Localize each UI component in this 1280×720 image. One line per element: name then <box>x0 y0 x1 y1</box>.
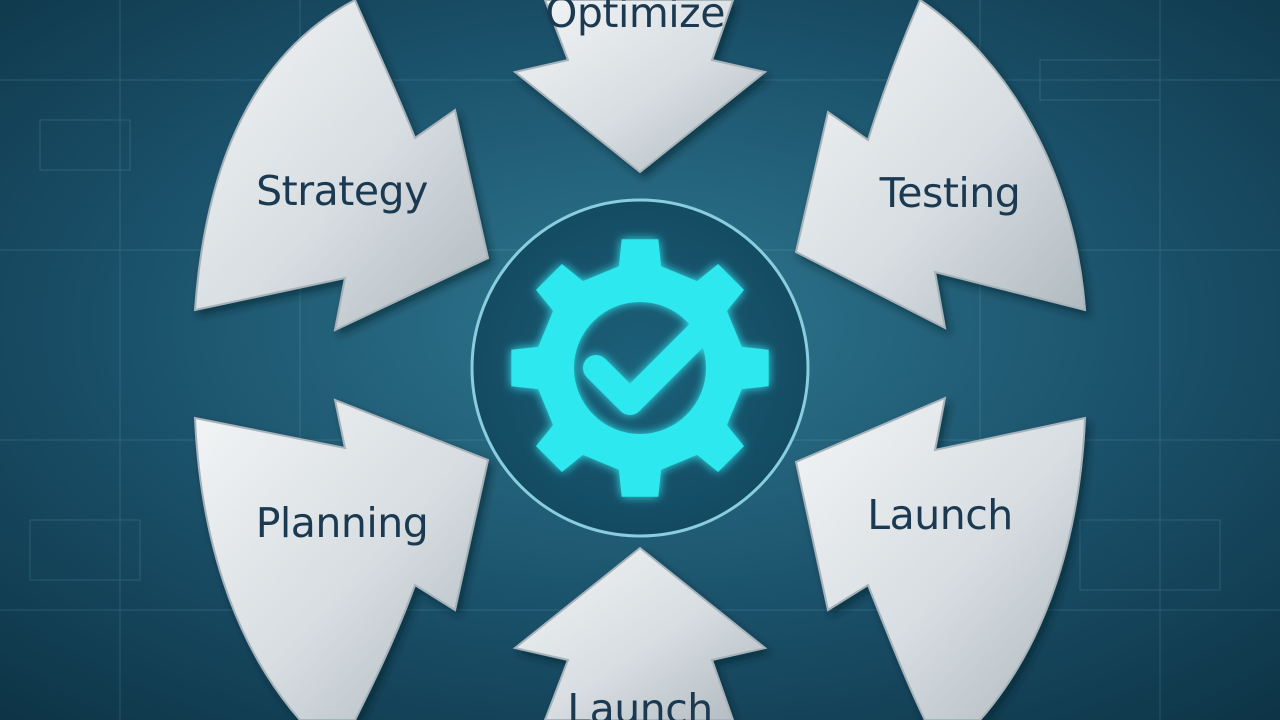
arrow-launch-right <box>794 396 1087 720</box>
arrow-testing <box>794 0 1087 330</box>
arrow-label-testing: Testing <box>879 169 1021 217</box>
arrow-strategy <box>193 0 490 332</box>
arrow-label-launch-right: Launch <box>867 491 1012 539</box>
arrow-label-launch-bottom: Launch <box>567 685 712 720</box>
gear-checkmark-icon <box>511 239 769 497</box>
arrow-label-strategy: Strategy <box>256 167 428 215</box>
arrow-launch-bottom <box>512 546 768 720</box>
arrow-optimize <box>512 0 768 174</box>
arrow-label-optimize: Optimize <box>545 0 725 37</box>
arrow-label-planning: Planning <box>256 499 429 547</box>
arrow-planning <box>193 398 490 720</box>
